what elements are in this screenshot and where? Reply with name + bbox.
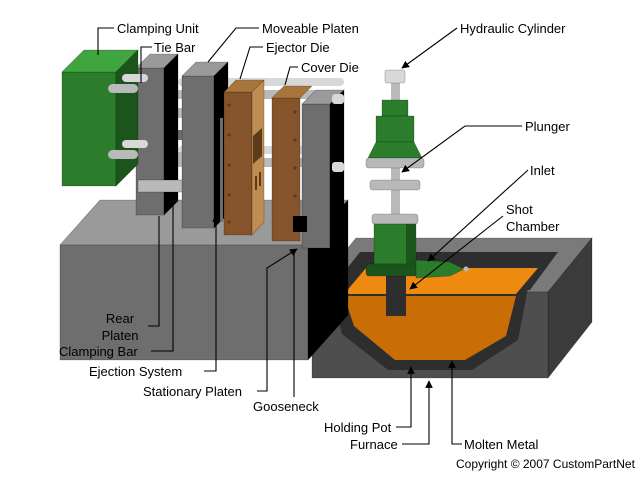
- label-ejection-system: Ejection System: [89, 364, 183, 379]
- clamping-unit: [61, 49, 139, 187]
- label-molten-metal: Molten Metal: [464, 437, 539, 452]
- cover-die: [271, 85, 313, 242]
- hydraulic-cylinder: [365, 99, 469, 279]
- label-stationary-platen: Stationary Platen: [143, 384, 243, 399]
- label-plunger: Plunger: [525, 119, 570, 134]
- rear-platen: [135, 53, 179, 216]
- label-clamping-bar: Clamping Bar: [59, 344, 138, 359]
- ejection-system: [215, 118, 223, 222]
- plunger: [384, 69, 406, 256]
- stationary-platen: [301, 89, 345, 249]
- label-holding-pot: Holding Pot: [324, 420, 392, 435]
- label-ejector-die: Ejector Die: [266, 40, 330, 55]
- label-inlet: Inlet: [530, 163, 555, 178]
- label-hydraulic-cylinder: Hydraulic Cylinder: [460, 21, 566, 36]
- label-moveable-platen: Moveable Platen: [262, 21, 359, 36]
- label-shot-chamber: Shot Chamber: [506, 202, 560, 234]
- leader-lines: [97, 27, 529, 445]
- label-gooseneck: Gooseneck: [253, 399, 319, 414]
- copyright-text: Copyright © 2007 CustomPartNet: [456, 457, 635, 471]
- ejector-die: [223, 79, 265, 236]
- label-rear-platen: Rear Platen: [101, 311, 139, 343]
- gooseneck: [293, 216, 307, 232]
- label-clamping-unit: Clamping Unit: [117, 21, 199, 36]
- label-tie-bar: Tie Bar: [154, 40, 196, 55]
- label-cover-die: Cover Die: [301, 60, 359, 75]
- label-furnace: Furnace: [350, 437, 398, 452]
